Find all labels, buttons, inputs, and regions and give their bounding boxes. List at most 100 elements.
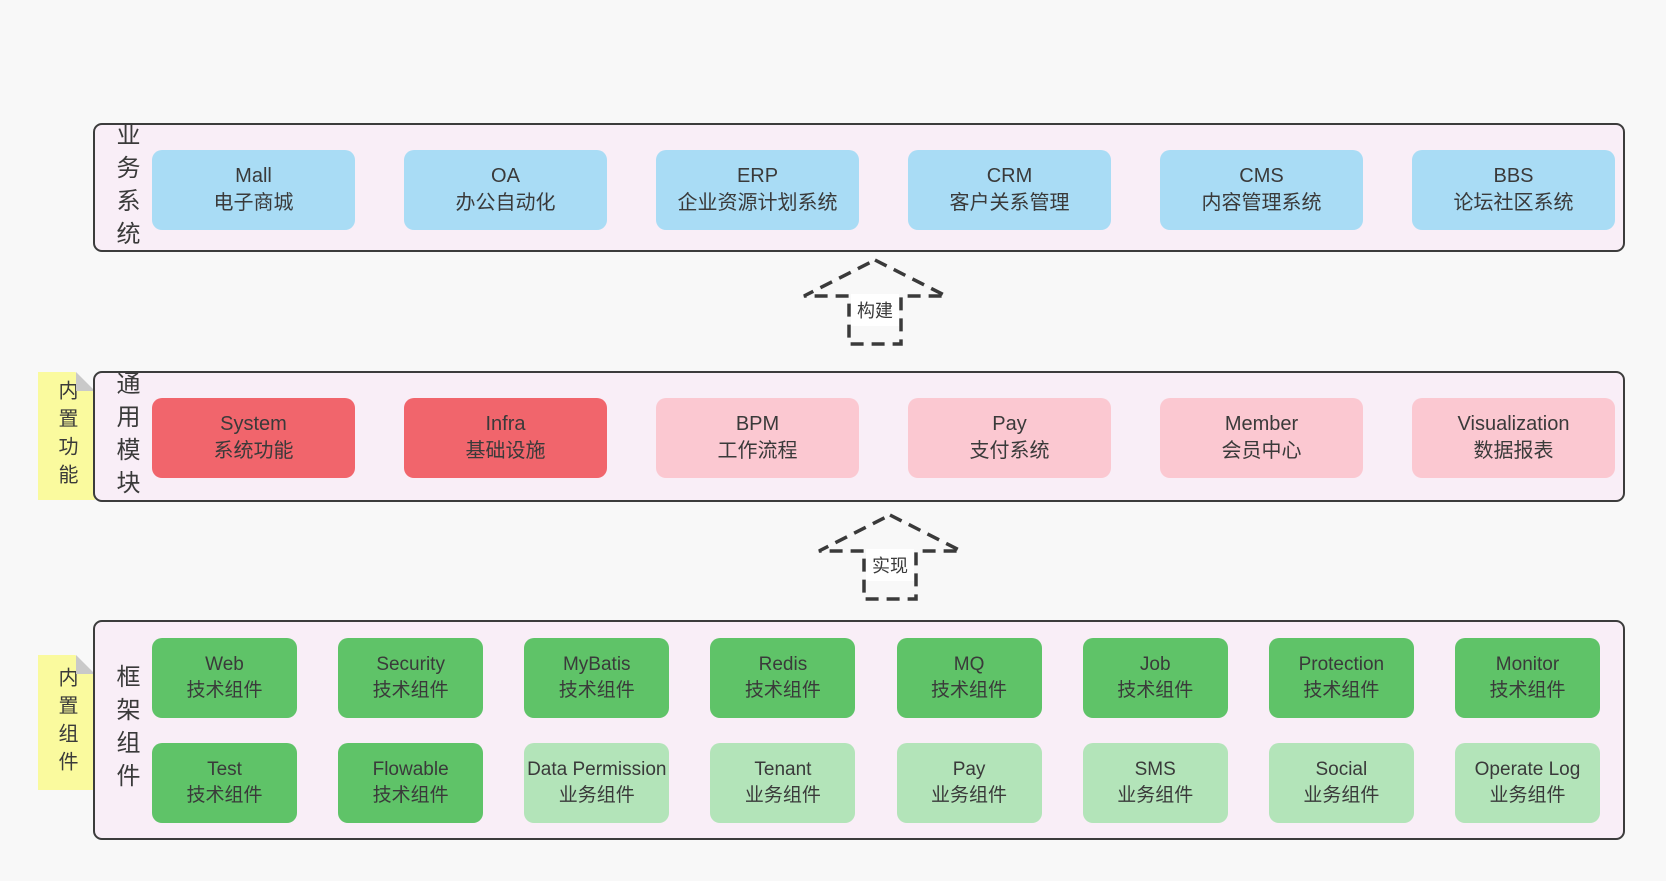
box-subtitle: 技术组件 <box>744 680 821 701</box>
box-title: System <box>220 413 287 435</box>
box-title: Job <box>1139 654 1171 676</box>
box-subtitle: 业务组件 <box>558 785 635 806</box>
box-subtitle: 会员中心 <box>1221 440 1302 462</box>
box-subtitle: 客户关系管理 <box>949 192 1070 214</box>
box-subtitle: 数据报表 <box>1473 440 1554 462</box>
box-subtitle: 技术组件 <box>372 680 449 701</box>
box-monitor: Monitor 技术组件 <box>1454 638 1600 718</box>
box-title: BPM <box>735 413 780 435</box>
box-subtitle: 业务组件 <box>1489 785 1566 806</box>
box-subtitle: 业务组件 <box>1303 785 1380 806</box>
box-subtitle: 业务组件 <box>931 785 1008 806</box>
box-test: Test 技术组件 <box>152 743 297 823</box>
box-data-permission: Data Permission 业务组件 <box>524 743 670 823</box>
box-title: Visualization <box>1457 413 1570 435</box>
box-subtitle: 技术组件 <box>558 680 635 701</box>
box-member: Member 会员中心 <box>1160 398 1363 478</box>
box-title: Social <box>1315 759 1368 781</box>
box-erp: ERP 企业资源计划系统 <box>656 150 859 230</box>
box-title: MyBatis <box>562 654 631 676</box>
box-protection: Protection 技术组件 <box>1268 638 1414 718</box>
box-subtitle: 技术组件 <box>1489 680 1566 701</box>
box-title: MQ <box>953 654 985 676</box>
box-subtitle: 技术组件 <box>1117 680 1194 701</box>
box-subtitle: 系统功能 <box>213 440 294 462</box>
box-title: Operate Log <box>1474 759 1581 781</box>
framework-row-1: Web 技术组件 Security 技术组件 MyBatis 技术组件 Redi… <box>152 638 1600 718</box>
box-title: CMS <box>1239 165 1284 187</box>
box-mall: Mall 电子商城 <box>152 150 355 230</box>
box-redis: Redis 技术组件 <box>710 638 856 718</box>
box-operate-log: Operate Log 业务组件 <box>1454 743 1600 823</box>
box-flowable: Flowable 技术组件 <box>338 743 484 823</box>
box-subtitle: 办公自动化 <box>455 192 556 214</box>
box-title: Data Permission <box>527 759 667 781</box>
box-security: Security 技术组件 <box>338 638 484 718</box>
panel-label-business-systems: 业务系统 <box>112 121 139 254</box>
box-title: ERP <box>736 165 779 187</box>
box-title: Test <box>207 759 242 781</box>
box-subtitle: 基础设施 <box>465 440 546 462</box>
box-title: Monitor <box>1495 654 1560 676</box>
box-subtitle: 内容管理系统 <box>1201 192 1322 214</box>
box-subtitle: 技术组件 <box>931 680 1008 701</box>
box-infra: Infra 基础设施 <box>404 398 607 478</box>
box-title: Mall <box>235 165 272 187</box>
box-title: Member <box>1224 413 1299 435</box>
box-system: System 系统功能 <box>152 398 355 478</box>
box-oa: OA 办公自动化 <box>404 150 607 230</box>
box-job: Job 技术组件 <box>1082 638 1228 718</box>
box-title: Tenant <box>754 759 812 781</box>
box-subtitle: 技术组件 <box>186 785 263 806</box>
tag-built-in-components: 内置组件 <box>38 655 95 790</box>
box-title: OA <box>491 165 520 187</box>
box-subtitle: 工作流程 <box>717 440 798 462</box>
arrow-build: 构建 <box>802 258 948 346</box>
box-bpm: BPM 工作流程 <box>656 398 859 478</box>
box-subtitle: 企业资源计划系统 <box>677 192 838 214</box>
common-modules-row: System 系统功能 Infra 基础设施 BPM 工作流程 Pay 支付系统… <box>152 398 1615 478</box>
box-subtitle: 技术组件 <box>186 680 263 701</box>
box-subtitle: 技术组件 <box>372 785 449 806</box>
panel-label-common-modules: 通用模块 <box>112 370 139 503</box>
box-pay: Pay 支付系统 <box>908 398 1111 478</box>
box-title: Security <box>376 654 445 676</box>
box-title: Infra <box>485 413 526 435</box>
box-sms: SMS 业务组件 <box>1082 743 1228 823</box>
panel-label-framework-components: 框架组件 <box>112 664 139 796</box>
tag-label: 内置组件 <box>55 666 77 779</box>
business-systems-row: Mall 电子商城 OA 办公自动化 ERP 企业资源计划系统 CRM 客户关系… <box>152 150 1615 230</box>
framework-components-rows: Web 技术组件 Security 技术组件 MyBatis 技术组件 Redi… <box>152 638 1600 823</box>
box-subtitle: 技术组件 <box>1303 680 1380 701</box>
tag-built-in-features: 内置功能 <box>38 372 95 500</box>
box-title: Redis <box>758 654 808 676</box>
box-subtitle: 电子商城 <box>213 192 294 214</box>
box-title: Protection <box>1298 654 1385 676</box>
arrow-implement: 实现 <box>817 513 963 601</box>
box-title: BBS <box>1493 165 1534 187</box>
tag-label: 内置功能 <box>55 380 77 492</box>
box-subtitle: 业务组件 <box>1117 785 1194 806</box>
box-social: Social 业务组件 <box>1268 743 1414 823</box>
box-crm: CRM 客户关系管理 <box>908 150 1111 230</box>
box-mybatis: MyBatis 技术组件 <box>524 638 670 718</box>
arrow-build-label: 构建 <box>851 294 899 326</box>
box-title: SMS <box>1134 759 1176 781</box>
box-subtitle: 支付系统 <box>969 440 1050 462</box>
box-title: Pay <box>952 759 986 781</box>
box-subtitle: 论坛社区系统 <box>1453 192 1574 214</box>
box-title: CRM <box>986 165 1033 187</box>
box-visualization: Visualization 数据报表 <box>1412 398 1615 478</box>
box-subtitle: 业务组件 <box>744 785 821 806</box>
box-tenant: Tenant 业务组件 <box>710 743 856 823</box>
panel-business-systems: 业务系统 Mall 电子商城 OA 办公自动化 ERP 企业资源计划系统 CRM… <box>93 121 1625 254</box>
box-mq: MQ 技术组件 <box>896 638 1042 718</box>
box-title: Flowable <box>372 759 449 781</box>
panel-framework-components: 框架组件 Web 技术组件 Security 技术组件 MyBatis 技术组件… <box>93 620 1625 840</box>
box-bbs: BBS 论坛社区系统 <box>1412 150 1615 230</box>
box-web: Web 技术组件 <box>152 638 297 718</box>
box-title: Pay <box>992 413 1027 435</box>
framework-row-2: Test 技术组件 Flowable 技术组件 Data Permission … <box>152 743 1600 823</box>
box-title: Web <box>205 654 244 676</box>
